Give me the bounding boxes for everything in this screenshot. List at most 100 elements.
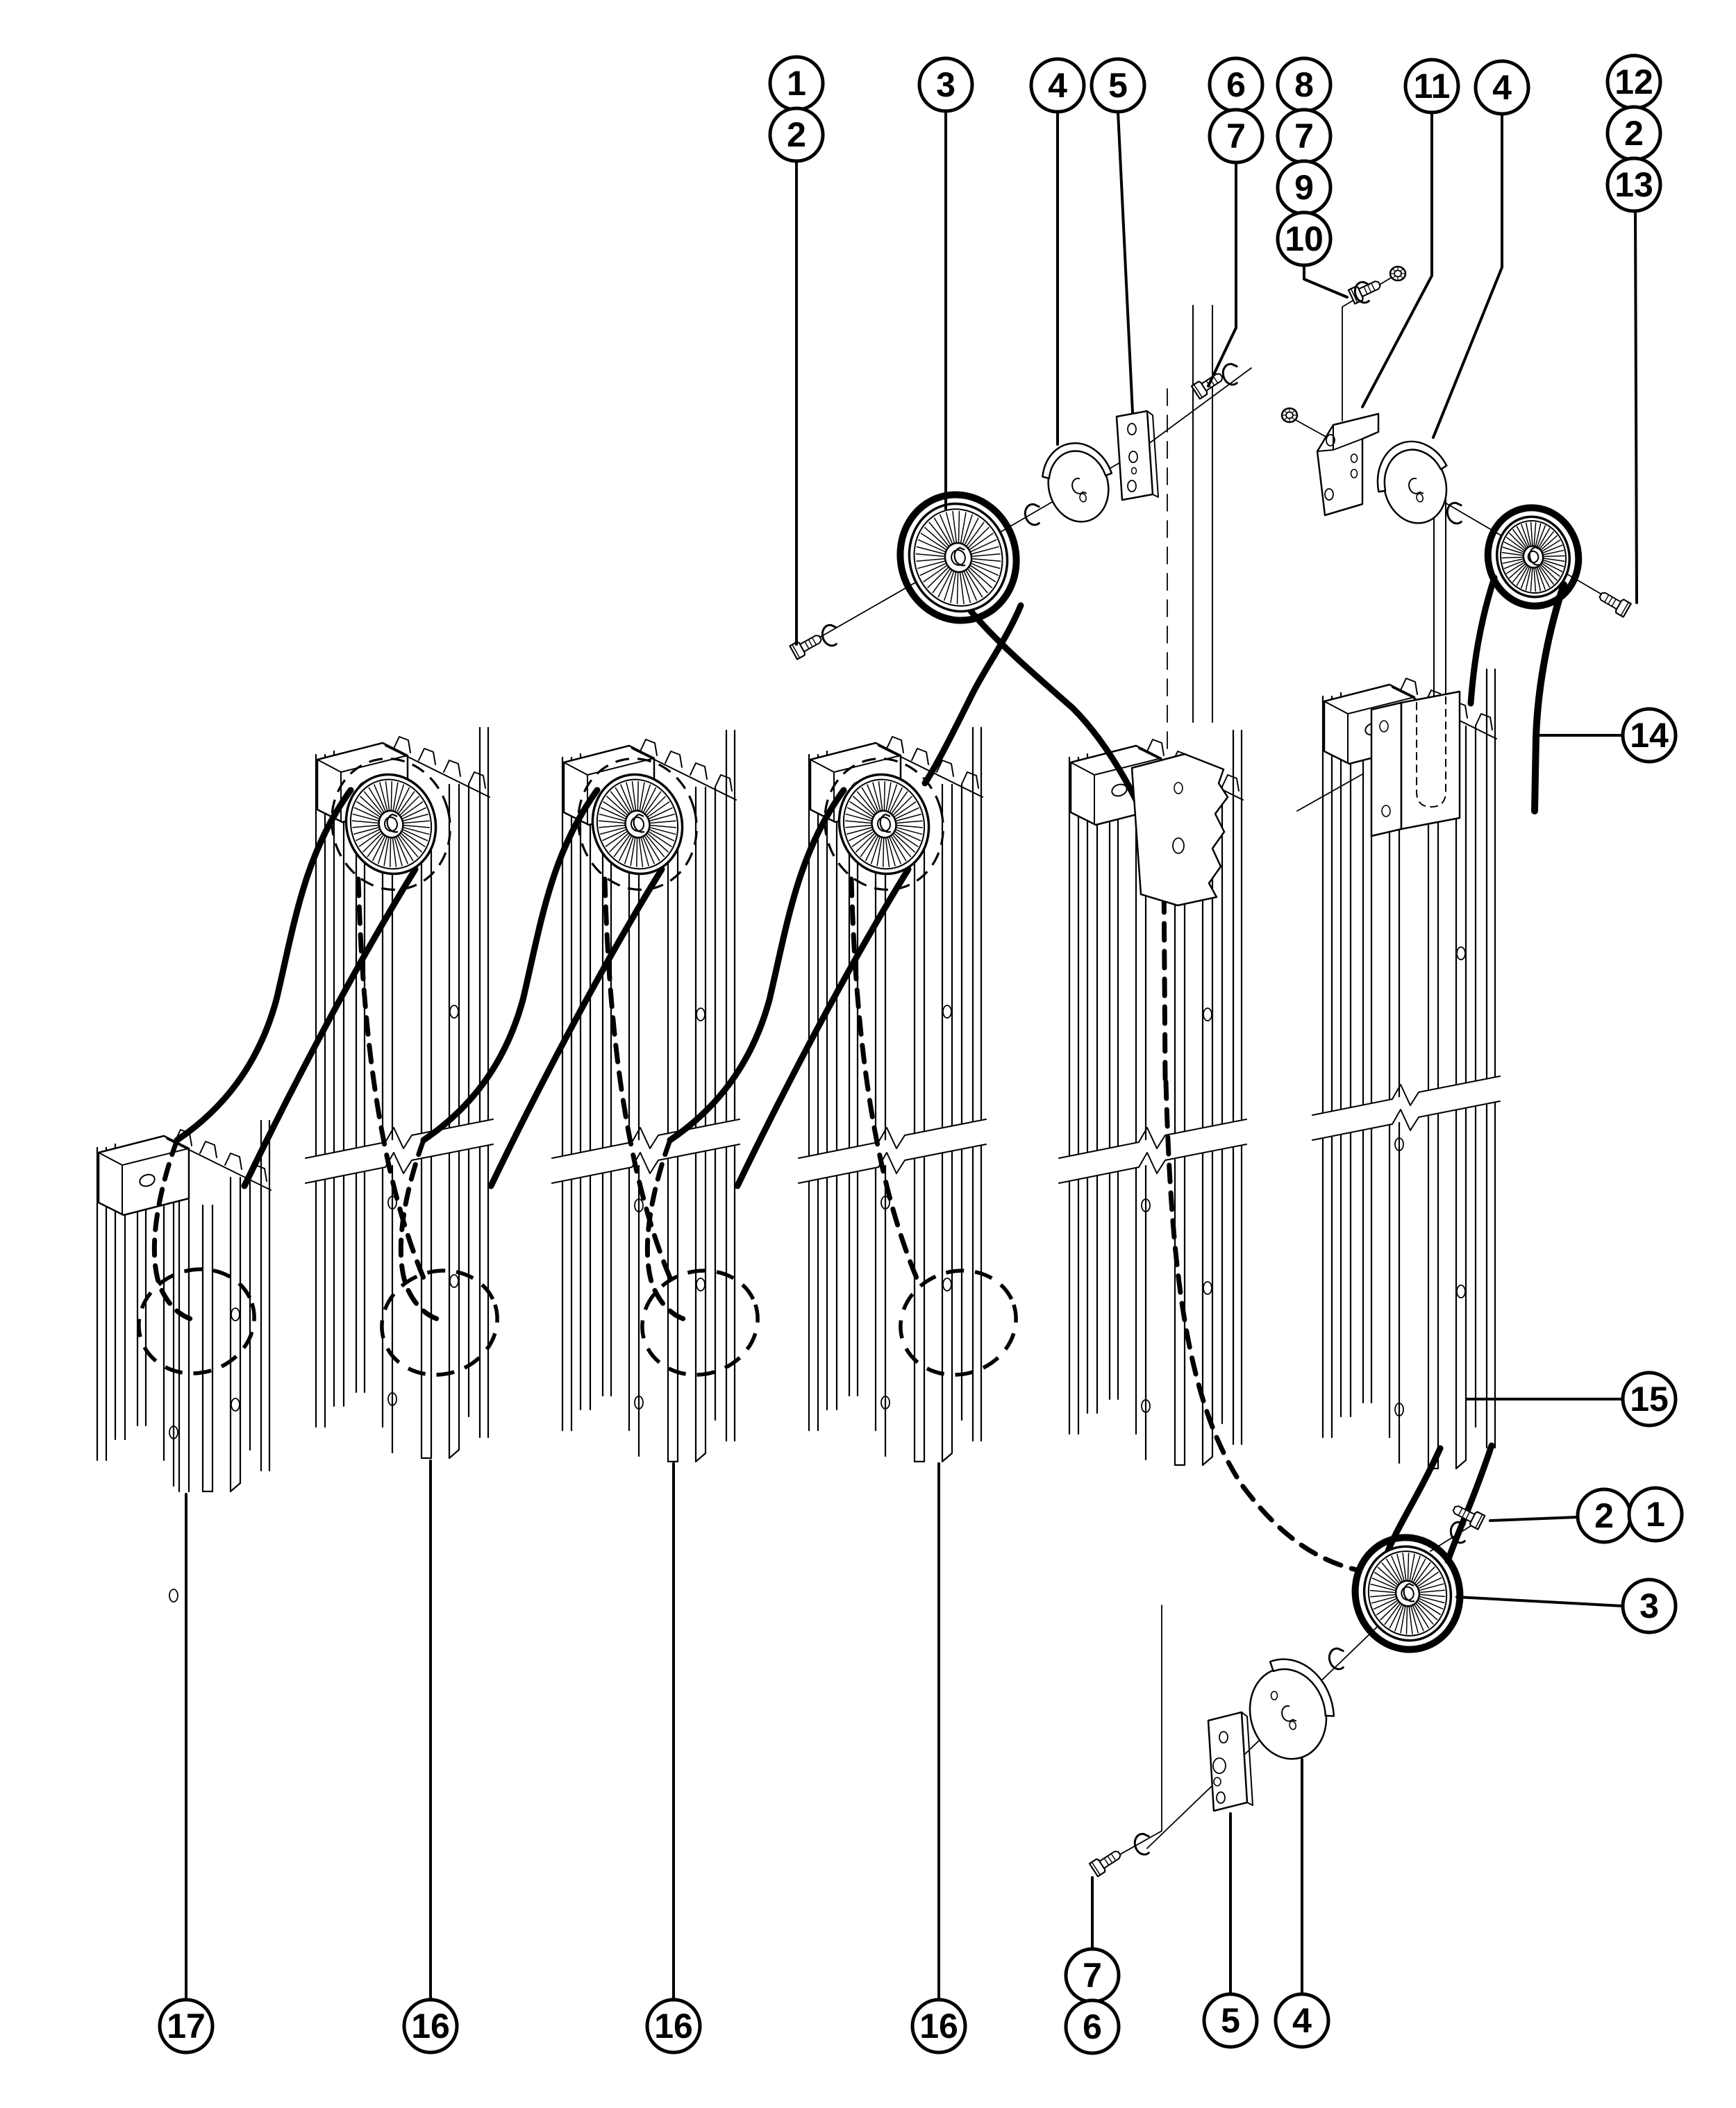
washer-clip-2 bbox=[821, 624, 837, 647]
callout-4b: 4 bbox=[1432, 59, 1530, 439]
line bbox=[360, 796, 382, 817]
callout-label: 4 bbox=[1492, 68, 1512, 107]
line bbox=[1608, 596, 1613, 605]
path bbox=[1475, 1514, 1483, 1529]
line bbox=[1533, 521, 1537, 547]
cable-loop-circle bbox=[380, 1269, 499, 1377]
hole bbox=[169, 1425, 178, 1439]
leader-line bbox=[1634, 210, 1638, 604]
line bbox=[638, 837, 644, 868]
line bbox=[305, 1119, 494, 1159]
line bbox=[372, 835, 386, 862]
line bbox=[872, 782, 881, 812]
path bbox=[1531, 581, 1567, 814]
line bbox=[385, 745, 490, 798]
spokes bbox=[1501, 521, 1565, 592]
leader-line bbox=[1432, 112, 1503, 439]
path bbox=[1133, 1832, 1150, 1856]
break-mask bbox=[552, 1119, 740, 1183]
line bbox=[1312, 1076, 1501, 1116]
line bbox=[894, 814, 921, 822]
line bbox=[1512, 528, 1528, 549]
callout-2: 2 bbox=[768, 106, 825, 646]
path bbox=[1403, 1582, 1415, 1603]
hole bbox=[1079, 493, 1087, 503]
path bbox=[921, 602, 1024, 787]
path bbox=[1316, 412, 1380, 517]
line bbox=[892, 833, 912, 858]
path bbox=[1416, 694, 1446, 808]
line bbox=[394, 837, 403, 867]
line bbox=[849, 801, 874, 818]
line bbox=[1535, 567, 1542, 592]
line bbox=[1418, 1596, 1445, 1604]
line bbox=[1370, 1593, 1397, 1598]
line bbox=[368, 787, 385, 814]
line bbox=[1417, 1571, 1439, 1588]
line bbox=[892, 796, 912, 817]
hole bbox=[1174, 782, 1183, 794]
line bbox=[894, 828, 921, 842]
line bbox=[916, 558, 946, 562]
line bbox=[363, 791, 383, 815]
line bbox=[920, 533, 947, 551]
hole bbox=[139, 1173, 156, 1187]
line bbox=[1402, 1553, 1407, 1582]
line bbox=[893, 801, 917, 818]
line bbox=[883, 837, 885, 868]
hole bbox=[169, 1589, 178, 1603]
callout-6: 6 bbox=[1208, 56, 1265, 113]
callout-label: 4 bbox=[1048, 66, 1067, 105]
line bbox=[598, 820, 626, 824]
line bbox=[358, 830, 382, 847]
line bbox=[615, 787, 631, 814]
path bbox=[1446, 501, 1462, 525]
line bbox=[1371, 1596, 1397, 1604]
callout-label: 7 bbox=[1226, 117, 1246, 156]
hub bbox=[1522, 545, 1544, 569]
path bbox=[1376, 440, 1448, 493]
line bbox=[1396, 1553, 1405, 1582]
line bbox=[967, 526, 990, 549]
line bbox=[1405, 1605, 1408, 1634]
path bbox=[1190, 380, 1208, 400]
line bbox=[1412, 1605, 1424, 1632]
path bbox=[398, 1137, 441, 1322]
callout-label: 17 bbox=[167, 2007, 206, 2046]
rim-inner bbox=[596, 778, 679, 870]
line bbox=[649, 826, 676, 835]
hole bbox=[1350, 453, 1358, 463]
line bbox=[1501, 556, 1524, 559]
line bbox=[401, 828, 428, 842]
line bbox=[468, 771, 486, 789]
screw-1b bbox=[1452, 1505, 1486, 1530]
hole bbox=[1127, 480, 1137, 492]
line bbox=[1400, 1605, 1406, 1634]
hole bbox=[1350, 469, 1358, 478]
line bbox=[1525, 522, 1532, 547]
plates bbox=[1115, 410, 1461, 1812]
disc bbox=[1249, 1667, 1328, 1760]
line bbox=[971, 553, 1001, 558]
leader-line bbox=[1455, 1596, 1624, 1607]
line bbox=[1542, 544, 1563, 554]
line bbox=[924, 526, 949, 549]
washer-clip-2c bbox=[1449, 1521, 1466, 1544]
line bbox=[928, 521, 950, 547]
line bbox=[1530, 521, 1533, 547]
line bbox=[1296, 773, 1363, 812]
line bbox=[402, 824, 431, 828]
line bbox=[1418, 1583, 1444, 1591]
cable-guard-bottom bbox=[1249, 1658, 1335, 1760]
line bbox=[1535, 523, 1542, 547]
callout-label: 6 bbox=[1226, 65, 1246, 104]
hole bbox=[1141, 1198, 1151, 1212]
break-mask bbox=[1059, 1119, 1246, 1183]
line bbox=[402, 820, 430, 824]
path bbox=[734, 866, 912, 1189]
path bbox=[1467, 574, 1498, 707]
callout-label: 1 bbox=[1646, 1495, 1665, 1534]
path bbox=[174, 787, 354, 1144]
line bbox=[1058, 1144, 1247, 1184]
